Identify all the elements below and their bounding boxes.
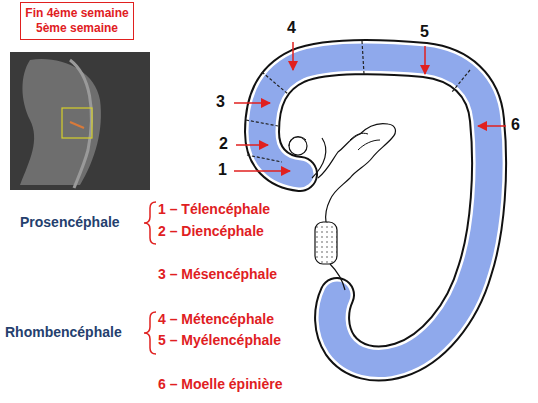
photo-embryo (20, 59, 101, 185)
leader-arrow (234, 170, 290, 172)
callout-number: 3 (216, 92, 225, 112)
yolk-stalk (315, 222, 337, 264)
boundary-line (362, 41, 364, 74)
embryo-photo (10, 52, 150, 190)
structure-label: 5 – Myélencéphale (158, 330, 281, 350)
leader-arrow (478, 125, 506, 127)
region-label: Rhombencéphale (5, 322, 122, 342)
stage-box: Fin 4ème semaine 5ème semaine (20, 2, 134, 40)
pharyngeal-arches (318, 124, 395, 200)
leader-arrow (292, 42, 294, 70)
callout-number: 4 (287, 18, 296, 38)
photo-neural-tube (70, 60, 91, 188)
leader-arrows (234, 42, 506, 171)
photo-frame (62, 108, 92, 138)
tube-gap (262, 57, 489, 363)
optic-cup (289, 137, 306, 146)
boundary-line (452, 70, 470, 92)
callout-number: 1 (218, 160, 227, 180)
box-text: Fin 4ème semaine 5ème semaine (25, 6, 129, 36)
boundary-line (246, 120, 278, 126)
structure-label: 4 – Métencéphale (158, 309, 274, 329)
body-wall (326, 200, 330, 222)
callout-number: 2 (219, 134, 228, 154)
region-label: Prosencéphale (20, 212, 120, 232)
photo-detail (70, 122, 84, 128)
leader-arrow (236, 144, 268, 146)
leader-arrow (234, 102, 270, 104)
boundary-line (247, 155, 282, 162)
tube-outline (262, 57, 489, 363)
arch-grooves (350, 133, 380, 150)
brace (144, 312, 156, 354)
structure-label: 2 – Diencéphale (158, 221, 264, 241)
callout-number: 6 (511, 115, 520, 135)
brace (144, 202, 156, 244)
structure-label: 3 – Mésencéphale (158, 264, 277, 284)
leader-arrow (424, 46, 426, 74)
body-wall (330, 264, 345, 290)
boundary-line (262, 72, 288, 94)
optic-vesicle (289, 137, 307, 155)
tube-lumen (262, 57, 489, 363)
neural-tube (262, 57, 489, 363)
callout-number: 5 (420, 22, 429, 42)
structure-label: 6 – Moelle épinière (158, 374, 283, 394)
structure-label: 1 – Télencéphale (158, 199, 270, 219)
photo-background (10, 52, 150, 190)
